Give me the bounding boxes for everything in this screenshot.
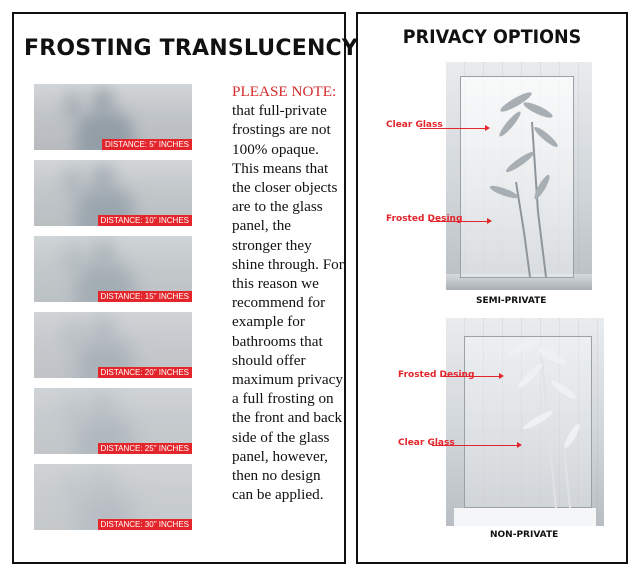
privacy-note: PLEASE NOTE: that full-private frostings… xyxy=(232,82,344,504)
semi-private-shower-photo xyxy=(446,62,592,290)
note-text: that full-private frostings are not 100%… xyxy=(232,102,344,504)
arrow-icon xyxy=(432,442,522,448)
sample-image-20in: DISTANCE: 20" INCHES xyxy=(34,312,192,378)
clear-glass-label: Clear Glass xyxy=(398,438,455,448)
privacy-title: PRIVACY OPTIONS xyxy=(402,26,582,48)
bamboo-design-icon xyxy=(489,92,558,278)
frosted-design-label: Frosted Desing xyxy=(386,214,463,224)
distance-label: DISTANCE: 10" INCHES xyxy=(97,215,192,226)
sample-image-25in: DISTANCE: 25" INCHES xyxy=(34,388,192,454)
glass-panel xyxy=(464,336,592,508)
frosting-translucency-panel: FROSTING TRANSLUCENCY DISTANCE: 5" INCHE… xyxy=(12,12,359,564)
arrow-icon xyxy=(420,125,490,131)
bamboo-design-icon xyxy=(507,337,580,509)
distance-label: DISTANCE: 30" INCHES xyxy=(97,519,192,530)
arrow-icon xyxy=(430,218,492,224)
non-private-caption: NON-PRIVATE xyxy=(490,530,559,540)
distance-label: DISTANCE: 15" INCHES xyxy=(97,291,192,302)
sample-image-5in: DISTANCE: 5" INCHES xyxy=(34,84,192,150)
non-private-shower-photo xyxy=(446,318,604,526)
glass-panel xyxy=(460,76,574,278)
note-heading: PLEASE NOTE: xyxy=(232,83,337,100)
sample-image-15in: DISTANCE: 15" INCHES xyxy=(34,236,192,302)
sample-image-30in: DISTANCE: 30" INCHES xyxy=(34,464,192,530)
semi-private-caption: SEMI-PRIVATE xyxy=(476,296,547,306)
distance-label: DISTANCE: 25" INCHES xyxy=(97,443,192,454)
arrow-icon xyxy=(442,373,504,379)
distance-label: DISTANCE: 5" INCHES xyxy=(101,139,192,150)
frosted-design-label: Frosted Desing xyxy=(398,370,475,380)
frosting-title: FROSTING TRANSLUCENCY xyxy=(24,36,359,61)
privacy-options-panel: PRIVACY OPTIONS Clear Glass Frosted Desi… xyxy=(356,12,628,564)
clear-glass-label: Clear Glass xyxy=(386,120,443,130)
sample-image-10in: DISTANCE: 10" INCHES xyxy=(34,160,192,226)
distance-label: DISTANCE: 20" INCHES xyxy=(97,367,192,378)
